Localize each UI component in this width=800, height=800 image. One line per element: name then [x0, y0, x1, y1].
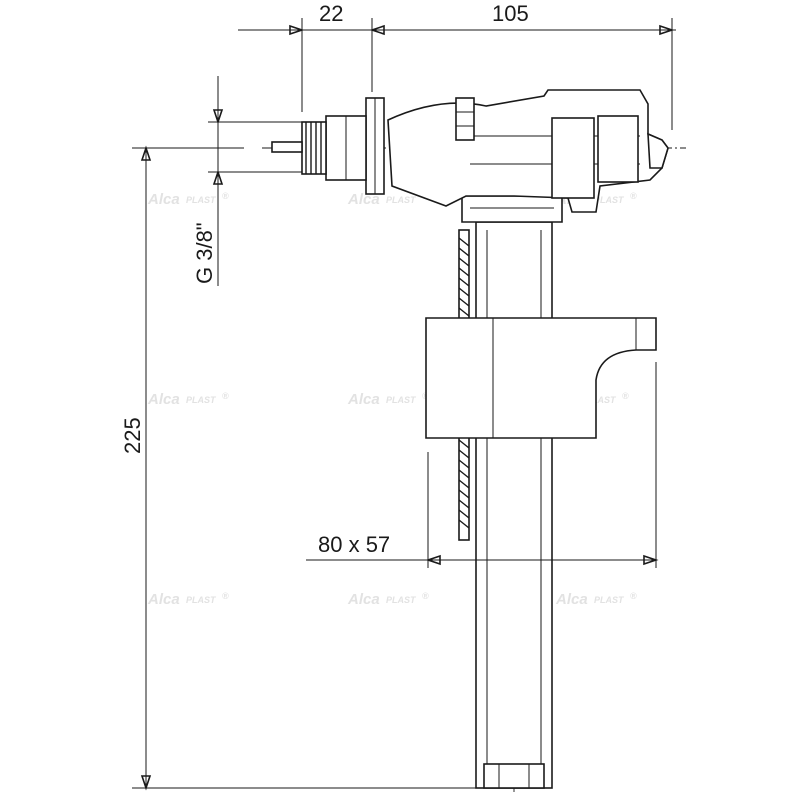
svg-text:®: ® — [222, 191, 229, 201]
valve-head — [271, 89, 669, 223]
watermark: Alca PLAST ® — [555, 591, 637, 608]
svg-text:®: ® — [222, 391, 229, 401]
svg-text:PLAST: PLAST — [586, 395, 617, 405]
dimension-float: 80 x 57 — [306, 362, 659, 568]
svg-text:®: ® — [630, 591, 637, 601]
dimension-float-label: 80 x 57 — [318, 532, 390, 557]
svg-text:PLAST: PLAST — [386, 195, 417, 205]
dimension-225-label: 225 — [120, 417, 145, 454]
watermark: Alca PLAST ® — [347, 591, 429, 608]
svg-text:®: ® — [630, 191, 637, 201]
dimension-22-label: 22 — [319, 1, 343, 26]
riser-tube — [475, 221, 553, 789]
float — [425, 317, 657, 439]
svg-text:®: ® — [622, 391, 629, 401]
dimension-thread: G 3/8" — [192, 76, 302, 286]
dimension-top: 22 105 — [238, 1, 676, 130]
dimension-105-label: 105 — [492, 1, 529, 26]
svg-text:PLAST: PLAST — [186, 395, 217, 405]
watermark: Alca PLAST ® — [147, 391, 229, 408]
svg-text:PLAST: PLAST — [186, 195, 217, 205]
svg-text:Alca: Alca — [347, 591, 380, 608]
svg-text:Alca: Alca — [347, 391, 380, 408]
svg-text:Alca: Alca — [347, 191, 380, 208]
svg-text:PLAST: PLAST — [386, 595, 417, 605]
watermark: Alca PLAST ® — [147, 191, 229, 208]
svg-text:PLAST: PLAST — [594, 195, 625, 205]
svg-text:Alca: Alca — [555, 591, 588, 608]
svg-text:Alca: Alca — [147, 391, 180, 408]
svg-text:®: ® — [422, 591, 429, 601]
svg-text:PLAST: PLAST — [594, 595, 625, 605]
dimension-height: 225 — [120, 145, 484, 791]
watermark: Alca PLAST ® — [347, 391, 429, 408]
svg-text:Alca: Alca — [147, 591, 180, 608]
watermark: Alca PLAST ® — [147, 591, 229, 608]
svg-text:®: ® — [222, 591, 229, 601]
svg-text:Alca: Alca — [147, 191, 180, 208]
svg-text:PLAST: PLAST — [386, 395, 417, 405]
dimension-thread-label: G 3/8" — [192, 222, 217, 284]
svg-text:PLAST: PLAST — [186, 595, 217, 605]
